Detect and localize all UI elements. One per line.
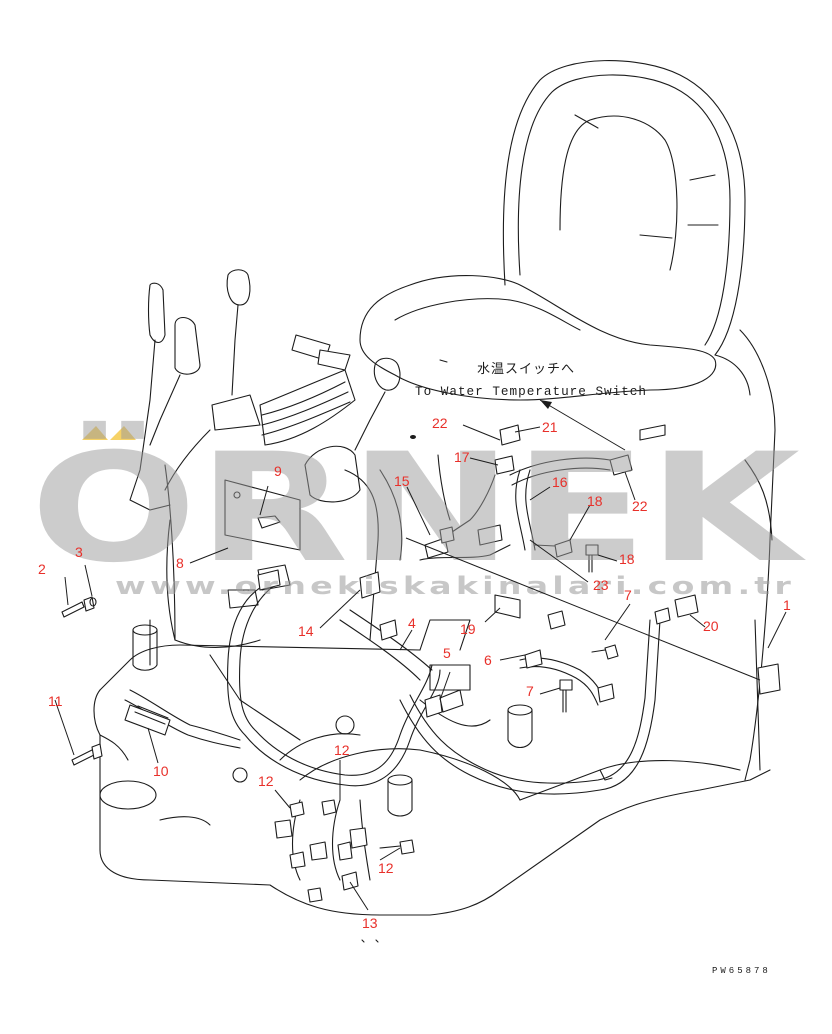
connectors	[124, 359, 781, 903]
watermark-accent-icon	[82, 426, 136, 440]
callout-1: 1	[783, 597, 791, 613]
operator-seat	[359, 60, 776, 781]
callout-15: 15	[394, 473, 410, 489]
bracket-plate	[224, 479, 301, 609]
callout-12c: 12	[378, 860, 394, 876]
note-english: To Water Temperature Switch	[415, 384, 647, 399]
leader-lines	[54, 424, 787, 911]
callout-19: 19	[460, 621, 476, 637]
callout-10: 10	[153, 763, 169, 779]
cab-floor-frame	[93, 459, 773, 916]
callout-7a: 7	[624, 587, 632, 603]
callout-18a: 18	[587, 493, 603, 509]
callout-18b: 18	[619, 551, 635, 567]
callout-23: 23	[593, 577, 609, 593]
callout-20: 20	[703, 618, 719, 634]
bolts	[61, 539, 619, 891]
watermark-brand: ÖRNEK	[30, 420, 806, 596]
note-japanese: 水温スイッチへ	[477, 362, 575, 377]
callout-13: 13	[362, 915, 378, 931]
callout-11: 11	[48, 693, 63, 709]
callout-14: 14	[298, 623, 314, 639]
water-temperature-note: 水温スイッチへ To Water Temperature Switch	[415, 362, 647, 451]
callout-6: 6	[484, 652, 492, 668]
note-arrow-icon	[540, 400, 552, 409]
callout-3: 3	[75, 544, 83, 560]
callout-7b: 7	[526, 683, 534, 699]
callout-4: 4	[408, 615, 416, 631]
callout-12a: 12	[334, 742, 350, 758]
callout-12b: 12	[258, 773, 274, 789]
callout-16: 16	[552, 474, 568, 490]
callout-22b: 22	[632, 498, 648, 514]
watermark: ÖRNEK www.ornekiskakinalari.com.tr	[30, 420, 806, 600]
callout-5: 5	[443, 645, 451, 661]
callout-8: 8	[176, 555, 184, 571]
drawing-code: PW65878	[712, 966, 771, 976]
callout-21: 21	[542, 419, 558, 435]
callout-9: 9	[274, 463, 282, 479]
callout-17: 17	[454, 449, 470, 465]
callout-2: 2	[38, 561, 46, 577]
left-control-console	[129, 269, 403, 641]
callout-numbers: 1 2 3 4 5 6 7 7 8 9 10 11 12 12 12 13 14…	[38, 415, 791, 931]
callout-22a: 22	[432, 415, 448, 431]
watermark-url: www.ornekiskakinalari.com.tr	[115, 572, 795, 600]
